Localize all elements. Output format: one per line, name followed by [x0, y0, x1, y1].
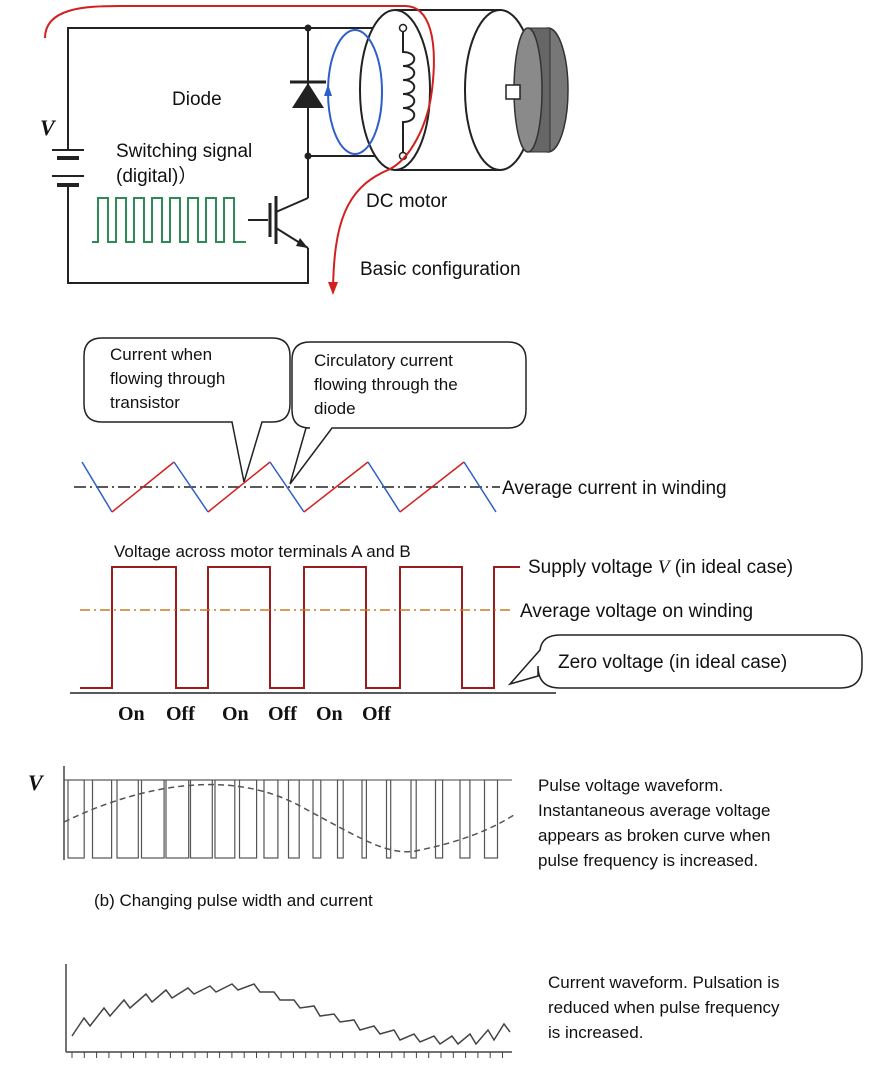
circuit-wire-left [67, 27, 308, 150]
pulse [287, 779, 300, 859]
pulse-description-line-2: Instantaneous average voltage [538, 801, 771, 820]
pulse [434, 779, 444, 859]
config-label: Basic configuration [360, 259, 521, 280]
pulse-train [67, 779, 499, 859]
current-pulsation-chart: Current waveform. Pulsation is reduced w… [65, 964, 780, 1058]
motor-coil [402, 28, 416, 156]
average-current-label: Average current in winding [502, 478, 727, 499]
pulse [410, 779, 417, 859]
pulse [336, 779, 344, 859]
pulse-caption: (b) Changing pulse width and current [94, 891, 373, 910]
zero-voltage-bubble [507, 634, 863, 689]
voltage-waveform-chart: Voltage across motor terminals A and B S… [70, 542, 863, 725]
pulse [385, 779, 392, 859]
switch-state-labels: On Off On Off On Off [118, 703, 391, 725]
switching-signal-label-1: Switching signal [116, 141, 252, 162]
pulse-description-line-3: appears as broken curve when [538, 826, 770, 845]
pwm-voltage-wave [80, 566, 520, 689]
pulse-description-line-1: Pulse voltage waveform. [538, 776, 723, 795]
diode-label: Diode [172, 89, 222, 110]
pulse [165, 779, 190, 859]
state-label: On [222, 703, 249, 725]
pulse [263, 779, 279, 859]
current-description-line-2: reduced when pulse frequency [548, 998, 780, 1017]
switching-signal-label-2: (digital)） [116, 165, 197, 187]
pulse [214, 779, 236, 859]
state-label: Off [166, 703, 195, 725]
state-label: On [316, 703, 343, 725]
switching-signal-wave [92, 197, 246, 243]
pulse [189, 779, 213, 859]
callout-diode-line-1: Circulatory current [314, 351, 453, 370]
circuit-wire-left-bottom [67, 185, 309, 284]
pulse-description-line-4: pulse frequency is increased. [538, 851, 758, 870]
pulse [116, 779, 139, 859]
current-description-line-3: is increased. [548, 1023, 643, 1042]
callout-transistor-bubble [83, 337, 291, 483]
circulating-current-arrow [324, 84, 332, 96]
main-current-arrow [328, 282, 338, 295]
pulse-width-chart: V Pulse voltage waveform. Instantaneous … [28, 766, 771, 910]
callout-diode-line-3: diode [314, 399, 356, 418]
motor-front-face [359, 9, 431, 171]
sawtooth-current [81, 461, 497, 513]
current-pulsation-line [71, 983, 511, 1046]
pulse [67, 779, 85, 859]
callout-transistor-line-2: flowing through [110, 369, 225, 388]
terminal-a [398, 23, 408, 33]
pulse [140, 779, 165, 859]
battery-label: V [40, 115, 57, 140]
callout-diode-line-2: flowing through the [314, 375, 458, 394]
motor-label: DC motor [366, 191, 448, 212]
current-description-line-1: Current waveform. Pulsation is [548, 973, 779, 992]
battery-symbol [52, 149, 84, 187]
callout-transistor-line-3: transistor [110, 393, 180, 412]
diode-symbol [290, 80, 326, 108]
pulse-y-label: V [28, 770, 45, 795]
state-label: Off [362, 703, 391, 725]
zero-voltage-label: Zero voltage (in ideal case) [558, 652, 787, 673]
average-voltage-label: Average voltage on winding [520, 601, 753, 622]
motor-shaft [505, 84, 521, 100]
pulse [459, 779, 471, 859]
main-current-path [44, 5, 435, 291]
pulse [238, 779, 258, 859]
callout-diode-bubble [289, 341, 527, 485]
supply-voltage-label: Supply voltage V (in ideal case) [528, 557, 793, 578]
pulse [361, 779, 368, 859]
pulse [91, 779, 113, 859]
state-label: On [118, 703, 145, 725]
current-waveform-chart: Current when flowing through transistor … [74, 337, 727, 513]
current-x-ticks [71, 1052, 503, 1058]
state-label: Off [268, 703, 297, 725]
pulse [312, 779, 322, 859]
circuit-diagram: V Diode Switching signal (digital)） [40, 5, 569, 295]
voltage-chart-title: Voltage across motor terminals A and B [114, 542, 411, 561]
dc-motor [359, 9, 569, 171]
average-voltage-curve [63, 783, 515, 853]
callout-transistor-line-1: Current when [110, 345, 212, 364]
pulse [483, 779, 499, 859]
transistor-symbol [248, 196, 309, 249]
